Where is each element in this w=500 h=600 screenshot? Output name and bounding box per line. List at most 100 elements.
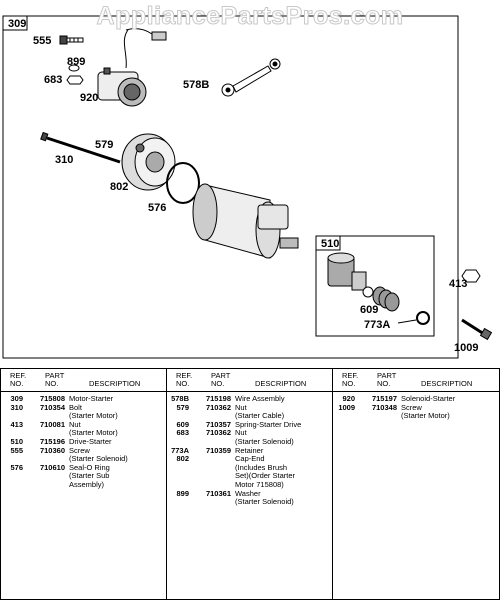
washer-899-drawing bbox=[68, 64, 80, 72]
part-number: 710361 bbox=[205, 488, 231, 498]
sub-box-label: 510 bbox=[321, 238, 339, 250]
ref-number: 413 bbox=[10, 419, 23, 429]
description-line: Motor 715808) bbox=[235, 479, 284, 489]
part-number: 710081 bbox=[39, 419, 65, 429]
callout-1009: 1009 bbox=[454, 342, 478, 354]
ref-number: 309 bbox=[10, 394, 23, 403]
header-part-line: PART bbox=[377, 371, 397, 380]
main-box-label: 309 bbox=[8, 18, 26, 30]
header-description: DESCRIPTION bbox=[421, 379, 473, 388]
part-description: Nut(Starter Motor) bbox=[65, 420, 118, 438]
header-part-line: NO. bbox=[45, 379, 59, 388]
part-number bbox=[189, 455, 231, 489]
header-part-line: NO. bbox=[377, 379, 391, 388]
callout-920: 920 bbox=[80, 92, 98, 104]
description-line: Spring-Starter Drive bbox=[235, 419, 302, 429]
ref-number: 609 bbox=[176, 419, 189, 429]
header-description: DESCRIPTION bbox=[255, 379, 307, 388]
nut-413-drawing bbox=[461, 269, 481, 283]
end-cap-802-drawing bbox=[121, 133, 176, 191]
description-line: (Starter Motor) bbox=[401, 411, 450, 421]
description-line: (Starter Solenoid) bbox=[69, 454, 128, 464]
screw-555-drawing bbox=[59, 35, 84, 45]
header-ref-line: REF. bbox=[342, 371, 359, 380]
header-ref-line: REF. bbox=[176, 371, 193, 380]
retainer-773A-drawing bbox=[416, 311, 430, 325]
description-line: Cap-End bbox=[235, 454, 265, 464]
part-number: 710357 bbox=[205, 419, 231, 429]
description-line: Washer bbox=[235, 488, 261, 498]
part-number: 710348 bbox=[371, 402, 397, 412]
ref-number: 899 bbox=[176, 488, 189, 498]
part-description: Motor-Starter bbox=[65, 394, 114, 404]
part-description: Drive-Starter bbox=[65, 436, 112, 447]
exploded-parts-diagram: 309 555 899 683 920 578B 310 57 bbox=[2, 15, 493, 359]
callout-802: 802 bbox=[110, 181, 128, 193]
description-line: Nut bbox=[235, 402, 247, 412]
drive-starter-tag bbox=[315, 235, 341, 251]
description-line: Set)(Order Starter bbox=[235, 471, 296, 481]
description-line: Assembly) bbox=[69, 479, 105, 489]
main-assembly-frame bbox=[2, 15, 459, 359]
part-description: Bolt(Starter Motor) bbox=[65, 402, 118, 421]
description-line: (Starter Motor) bbox=[69, 428, 118, 438]
part-number: 710360 bbox=[39, 445, 65, 455]
header-part-line: PART bbox=[45, 371, 65, 380]
part-number: 710610 bbox=[39, 462, 65, 472]
description-line: (Starter Solenoid) bbox=[235, 497, 294, 507]
screw-1009-drawing bbox=[461, 318, 493, 341]
part-description: Wire Assembly bbox=[231, 394, 285, 404]
description-line: (Includes Brush bbox=[235, 462, 288, 472]
header-part-line: PART bbox=[211, 371, 231, 380]
callout-683: 683 bbox=[44, 74, 62, 86]
part-description: Nut(Starter Solenoid) bbox=[231, 429, 294, 446]
header-ref: REF.NO. bbox=[342, 372, 358, 388]
part-description: Nut(Starter Cable) bbox=[231, 402, 284, 421]
header-ref-line: NO. bbox=[176, 379, 190, 388]
description-line: Drive-Starter bbox=[69, 436, 112, 446]
part-description: Washer(Starter Solenoid) bbox=[231, 488, 294, 507]
bolt-310-drawing bbox=[40, 131, 121, 164]
callout-555: 555 bbox=[33, 35, 51, 47]
description-line: (Starter Solenoid) bbox=[235, 436, 294, 446]
wire-578B-drawing bbox=[221, 58, 281, 97]
part-number: 710362 bbox=[205, 402, 231, 412]
spring-609-drawing bbox=[372, 286, 400, 312]
description-line: Motor-Starter bbox=[69, 394, 114, 403]
starter-motor-drawing bbox=[192, 183, 299, 259]
description-line: Solenoid-Starter bbox=[401, 394, 456, 403]
part-description: Spring-Starter Drive bbox=[231, 419, 302, 430]
header-ref-line: REF. bbox=[10, 371, 27, 380]
description-line: Bolt bbox=[69, 402, 82, 412]
nut-683-drawing bbox=[66, 75, 84, 85]
description-line: (Starter Sub bbox=[69, 471, 110, 481]
ref-number: 310 bbox=[10, 402, 23, 412]
description-line: Seal-O Ring bbox=[69, 462, 110, 472]
part-description: Screw(Starter Solenoid) bbox=[65, 446, 128, 464]
ref-number: 802 bbox=[176, 454, 189, 464]
header-ref-line: NO. bbox=[342, 379, 356, 388]
ref-number: 576 bbox=[10, 462, 23, 472]
